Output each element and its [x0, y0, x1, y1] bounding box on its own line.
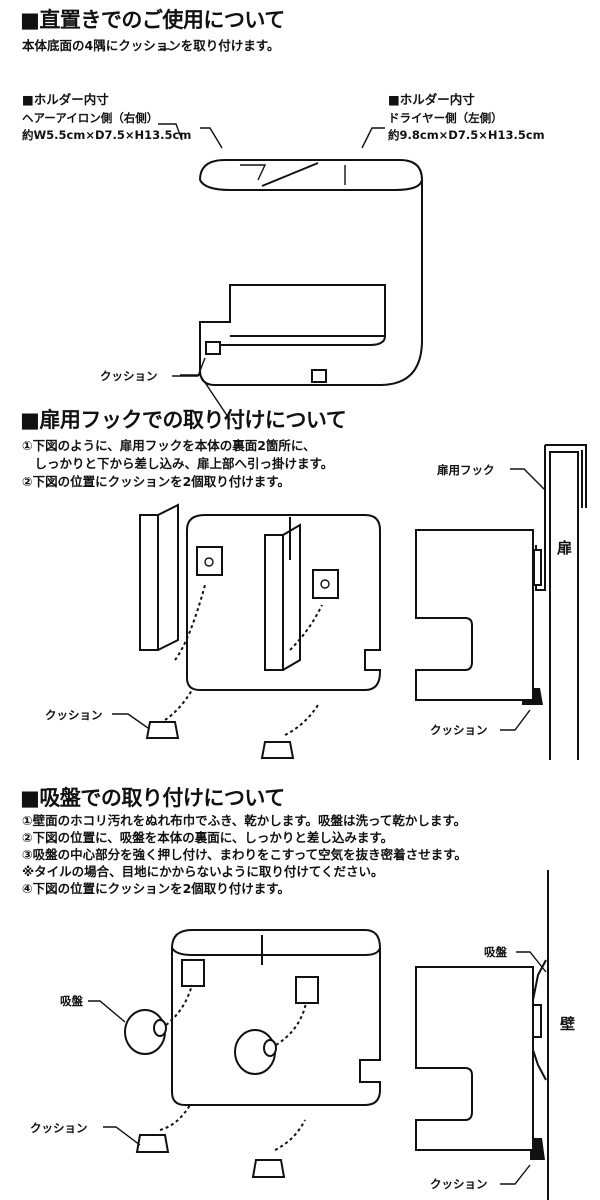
- section-title-door-hook: ■扉用フックでの取り付けについて: [20, 408, 347, 432]
- wall-side-view: [415, 870, 549, 1200]
- door-side-view: [415, 444, 587, 760]
- wall-label: 壁: [560, 1015, 576, 1033]
- step-text: ②下図の位置にクッションを2個取り付けます。: [22, 474, 291, 489]
- suction-label: 吸盤: [60, 994, 83, 1008]
- step-text: ②下図の位置に、吸盤を本体の裏面に、しっかりと差し込みます。: [22, 830, 394, 845]
- holder-right-heading: ■ホルダー内寸: [388, 92, 475, 107]
- holder-left-size: 約W5.5cm×D7.5×H13.5cm: [22, 128, 192, 142]
- section-desc: 本体底面の4隅にクッションを取り付けます。: [22, 38, 280, 53]
- step-text: ③吸盤の中心部分を強く押し付け、まわりをこすって空気を抜き密着させます。: [22, 847, 467, 862]
- holder-right-size: 約9.8cm×D7.5×H13.5cm: [388, 128, 545, 142]
- holder-right-side: ドライヤー側（左側）: [388, 111, 503, 125]
- cushion-icon: [135, 1134, 170, 1153]
- step-text: ①壁面のホコリ汚れをぬれ布巾でふき、乾かします。吸盤は洗って乾かします。: [22, 813, 467, 828]
- cushion-icon: [311, 369, 327, 383]
- door-hook: [139, 514, 159, 651]
- step-text: ※タイルの場合、目地にかからないように取り付けてください。: [22, 864, 384, 879]
- cushion-icon: [260, 741, 295, 759]
- cushion-label: クッション: [30, 1121, 88, 1135]
- cushion-label: クッション: [45, 708, 103, 722]
- door-hook-label: 扉用フック: [437, 463, 495, 477]
- door-label: 扉: [557, 539, 573, 557]
- cushion-label: クッション: [430, 723, 488, 737]
- door-hook: [264, 534, 284, 671]
- suction-label: 吸盤: [484, 945, 507, 959]
- cushion-label: クッション: [100, 369, 158, 383]
- holder-left-side: ヘアーアイロン側（右側）: [22, 111, 159, 125]
- holder-illustration-suction-front: [88, 929, 381, 1178]
- cushion-icon: [145, 721, 180, 739]
- step-text: しっかりと下から差し込み、扉上部へ引っ掛けます。: [22, 456, 334, 471]
- holder-illustration-standalone: [158, 48, 423, 421]
- step-text: ①下図のように、扉用フックを本体の裏面2箇所に、: [22, 438, 316, 453]
- holder-illustration-hook-front: [112, 503, 381, 759]
- holder-left-heading: ■ホルダー内寸: [22, 92, 109, 107]
- step-text: ④下図の位置にクッションを2個取り付けます。: [22, 881, 291, 896]
- cushion-icon: [205, 341, 221, 355]
- cushion-icon: [251, 1159, 286, 1178]
- section-title-suction: ■吸盤での取り付けについて: [20, 786, 285, 810]
- cushion-label: クッション: [430, 1177, 488, 1191]
- section-title-standalone: ■直置きでのご使用について: [20, 8, 285, 32]
